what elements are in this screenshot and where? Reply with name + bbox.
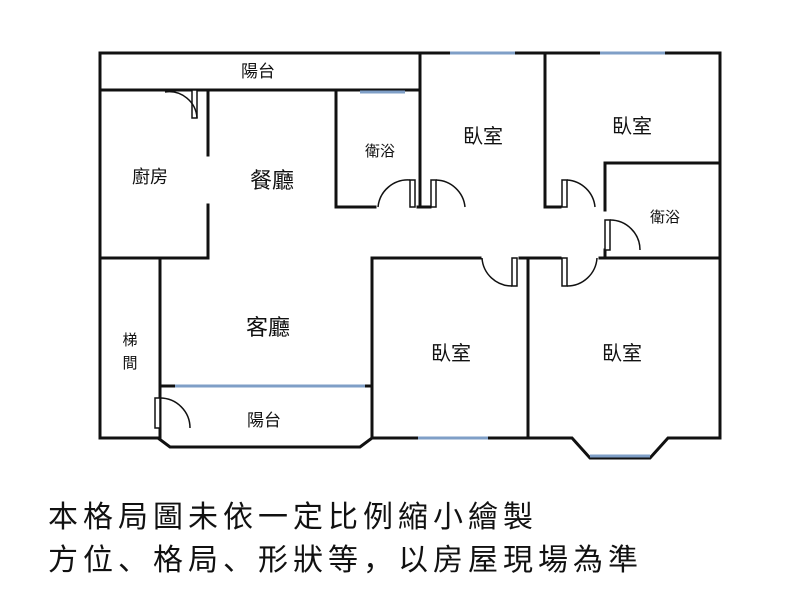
windows xyxy=(175,51,665,458)
label-kitchen: 廚房 xyxy=(132,166,168,188)
label-bedroom-3: 臥室 xyxy=(431,341,471,365)
doors xyxy=(154,89,641,429)
label-bath-upper: 衛浴 xyxy=(365,142,395,160)
label-dining: 餐廳 xyxy=(250,169,294,194)
disclaimer-line-1: 本格局圖未依一定比例縮小繪製 xyxy=(48,500,538,535)
label-stairwell-1: 梯 xyxy=(122,331,137,349)
label-bath-right: 衛浴 xyxy=(650,208,680,226)
label-bedroom-2: 臥室 xyxy=(612,114,652,138)
label-living: 客廳 xyxy=(246,316,290,341)
label-balcony-bottom: 陽台 xyxy=(247,411,281,431)
disclaimer-line-2: 方位、格局、形狀等，以房屋現場為準 xyxy=(48,543,643,578)
label-bedroom-1: 臥室 xyxy=(463,124,503,148)
walls xyxy=(98,51,722,460)
label-balcony-top: 陽台 xyxy=(241,62,275,82)
label-stairwell-2: 間 xyxy=(122,354,137,372)
room-labels: 陽台 廚房 餐廳 衛浴 臥室 臥室 衛浴 梯 間 客廳 臥室 臥室 陽台 xyxy=(122,62,680,431)
label-bedroom-4: 臥室 xyxy=(602,341,642,365)
outer-wall xyxy=(98,51,722,460)
